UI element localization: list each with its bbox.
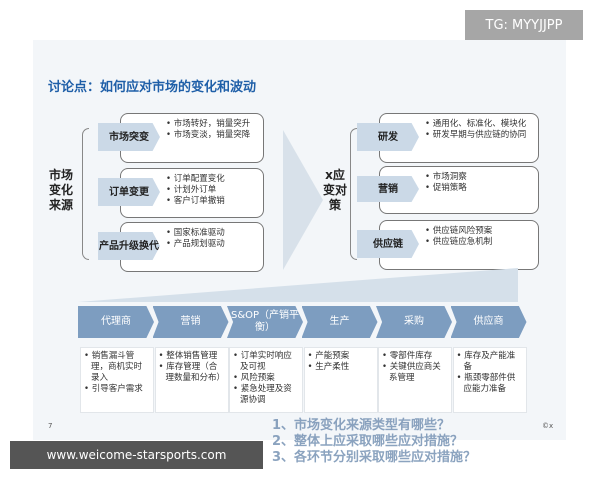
page-number: 7 (48, 422, 53, 430)
list-item: 关键供应商关系管理 (382, 362, 448, 384)
group-label: 营销 (357, 176, 419, 202)
list-item: 库存管理（合理数量和分布） (159, 362, 226, 384)
list-item: 零部件库存 (382, 351, 448, 362)
group-label: 产品升级换代 (98, 232, 160, 260)
list-item: 通用化、标准化、模块化 (425, 119, 531, 130)
chain-detail: 零部件库存关键供应商关系管理 (378, 347, 452, 413)
group-label: 订单变更 (98, 178, 160, 206)
list-item: 促销策略 (425, 183, 531, 194)
list-item: 供应链风险预案 (425, 226, 531, 237)
group-items: 国家标准驱动产品规划驱动 (166, 228, 256, 250)
group-label: 研发 (357, 123, 419, 151)
overlay-question: 3、各环节分别采取哪些应对措施？ (272, 450, 477, 465)
chain-detail: 产能预案生产柔性 (303, 347, 378, 413)
list-item: 库存及产能准备 (457, 351, 523, 373)
footer-mark: ©x (542, 422, 554, 430)
group-items: 订单配置变化计划外订单客户订单撤销 (166, 174, 256, 207)
left-label: 市场变化来源 (48, 168, 73, 212)
chain-step: S&OP（产销平衡） (227, 306, 303, 338)
list-item: 订单实时响应及可视 (233, 351, 299, 373)
list-item: 整体销售管理 (159, 351, 225, 362)
chain-detail: 库存及产能准备瓶颈零部件供应能力准备 (452, 347, 527, 413)
list-item: 产能预案 (308, 351, 374, 362)
list-item: 市场变淡，销量突降 (166, 130, 256, 141)
list-item: 风险预案 (233, 373, 299, 384)
list-item: 瓶颈零部件供应能力准备 (457, 373, 523, 395)
list-item: 订单配置变化 (166, 174, 256, 185)
chain-detail: 整体销售管理库存管理（合理数量和分布） (154, 347, 229, 413)
overlay-question: 1、市场变化来源类型有哪些？ (272, 418, 451, 433)
slide-title: 讨论点：如何应对市场的变化和波动 (48, 80, 257, 95)
chain-step: 供应商 (450, 306, 527, 338)
chain-detail: 订单实时响应及可视风险预案紧急处理及资源协调 (229, 347, 303, 413)
overlay-questions: 1、市场变化来源类型有哪些？ 2、整体上应采取哪些应对措施？ 3、各环节分别采取… (272, 418, 476, 466)
chain-step: 生产 (301, 306, 378, 338)
list-item: 产品规划驱动 (166, 239, 256, 250)
right-label: x应变对策 (322, 168, 347, 212)
list-item: 客户订单撤销 (166, 196, 256, 207)
chain-detail: 销售漏斗管理，商机实时录入引导客户需求 (80, 347, 154, 413)
left-brace (82, 128, 89, 260)
group-label: 市场突变 (98, 123, 160, 151)
watermark-url: www.weicome-starsports.com (10, 441, 263, 469)
list-item: 销售漏斗管理，商机实时录入 (84, 351, 150, 384)
group-items: 通用化、标准化、模块化研发早期与供应链的协同 (425, 119, 531, 141)
list-item: 市场转好，销量突升 (166, 119, 256, 130)
watermark-tg: TG: MYYJJPP (465, 10, 583, 40)
group-items: 供应链风险预案供应链应急机制 (425, 226, 531, 248)
list-item: 计划外订单 (166, 185, 256, 196)
right-brace (350, 128, 357, 260)
list-item: 市场洞察 (425, 172, 531, 183)
group-label: 供应链 (357, 230, 419, 258)
chain-step: 采购 (376, 306, 452, 338)
list-item: 引导客户需求 (84, 384, 150, 395)
overlay-question: 2、整体上应采取哪些应对措施？ (272, 434, 464, 449)
list-item: 国家标准驱动 (166, 228, 256, 239)
group-items: 市场洞察促销策略 (425, 172, 531, 194)
list-item: 供应链应急机制 (425, 237, 531, 248)
chain-step: 营销 (152, 306, 229, 338)
list-item: 生产柔性 (308, 362, 374, 373)
group-items: 市场转好，销量突升市场变淡，销量突降 (166, 119, 256, 141)
chain-step: 代理商 (78, 306, 154, 338)
list-item: 研发早期与供应链的协同 (425, 130, 531, 141)
list-item: 紧急处理及资源协调 (233, 384, 299, 406)
